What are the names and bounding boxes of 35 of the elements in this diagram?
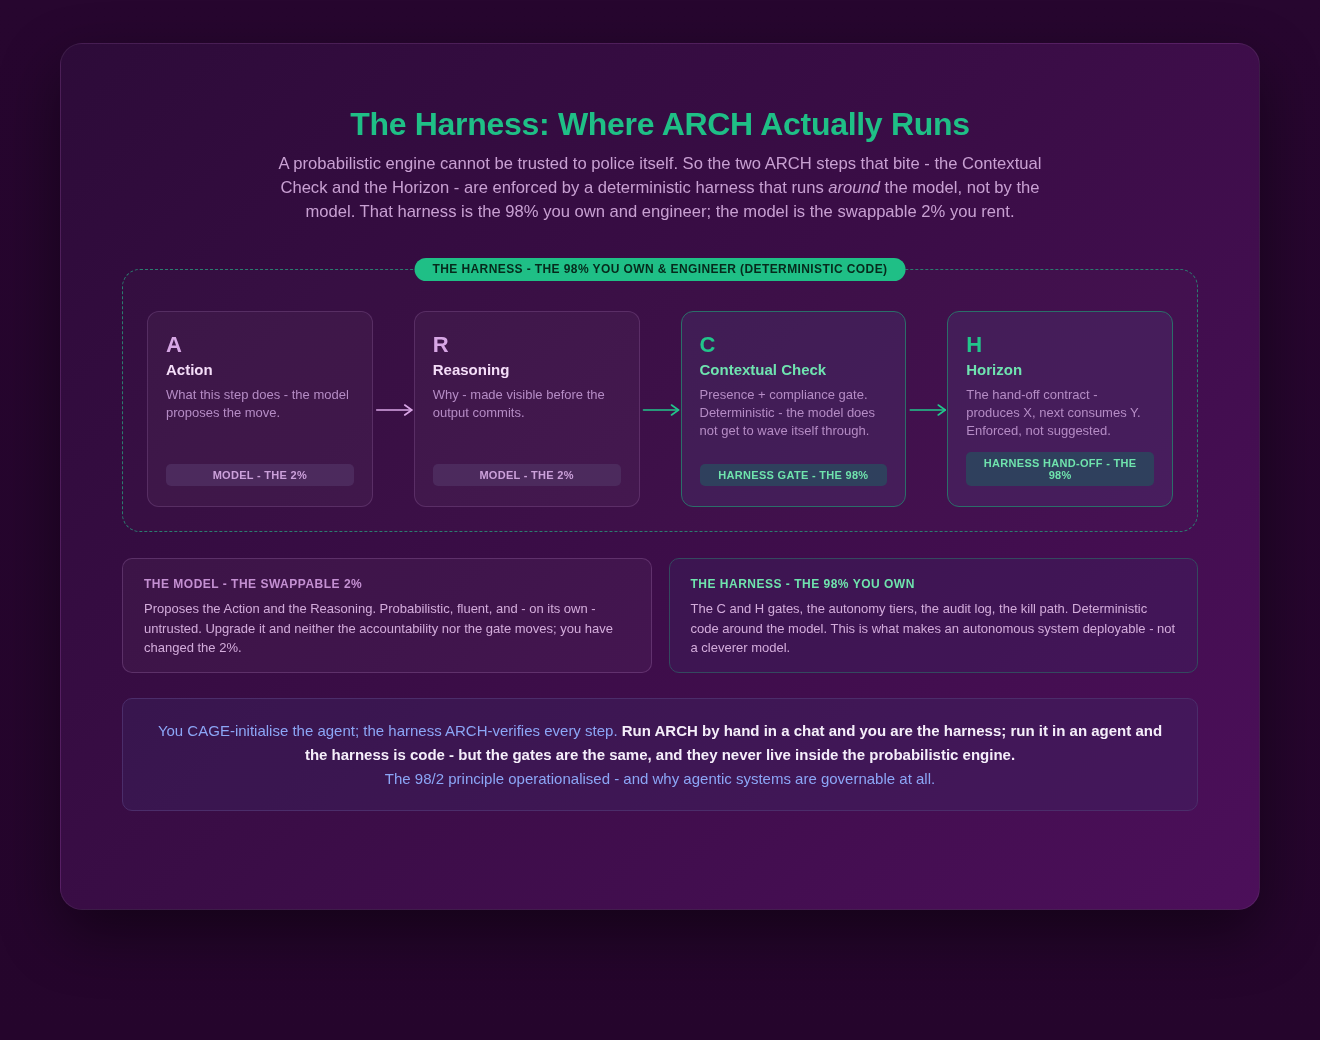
diagram-title: The Harness: Where ARCH Actually Runs bbox=[350, 105, 970, 144]
info-panel bbox=[122, 558, 652, 673]
step-card bbox=[147, 311, 373, 507]
ownership-tag: HARNESS GATE - THE 98% bbox=[699, 464, 888, 486]
step-title: Contextual Check bbox=[699, 360, 827, 380]
panel-text: Proposes the Action and the Reasoning. Probabilistic, fluent, and - on its own - untrusted. Upgrade it and neither the accountability nor the gate moves; you have changed the 2%. bbox=[144, 600, 614, 657]
step-letter: R bbox=[432, 332, 449, 358]
intro-paragraph: A probabilistic engine cannot be trusted to police itself. So the two ARCH steps that bite - the Contextual Check and the Horizon - are enforced by a deterministic harness that runs around the model, not by the model. That harness is the 98% you own and engineer; the model is the swappable 2% you rent. bbox=[277, 153, 1043, 223]
harness-label-pill: THE HARNESS - THE 98% YOU OWN & ENGINEER (DETERMINISTIC CODE) bbox=[414, 258, 906, 281]
panel-heading: THE HARNESS - THE 98% YOU OWN bbox=[690, 577, 916, 591]
step-description: Why - made visible before the output commits. bbox=[432, 386, 606, 422]
step-description: The hand-off contract - produces X, next consumes Y. Enforced, not suggested. bbox=[966, 386, 1142, 440]
info-panel bbox=[668, 558, 1198, 673]
ownership-tag: HARNESS HAND-OFF - THE 98% bbox=[966, 452, 1154, 486]
summary-text: You CAGE-initialise the agent; the harness ARCH-verifies every step. Run ARCH by hand in a chat and you are the harness; run it in an agent and the harness is code - but the gates are the same, and they never live inside the probabilistic engine. bbox=[157, 721, 1163, 765]
closing-line: The 98/2 principle operationalised - and why agentic systems are governable at all. bbox=[383, 769, 937, 789]
step-letter: A bbox=[166, 332, 182, 358]
step-description: What this step does - the model proposes the move. bbox=[166, 386, 350, 422]
step-title: Reasoning bbox=[432, 360, 510, 380]
step-card bbox=[947, 311, 1173, 507]
arrow bbox=[375, 404, 413, 416]
step-card bbox=[680, 311, 907, 507]
step-title: Action bbox=[166, 360, 213, 380]
arrow bbox=[909, 404, 947, 416]
panel-heading: THE MODEL - THE SWAPPABLE 2% bbox=[144, 577, 364, 591]
arrow bbox=[642, 404, 680, 416]
step-description: Presence + compliance gate. Deterministic - the model does not get to wave itself through. bbox=[699, 386, 877, 440]
panel-text: The C and H gates, the autonomy tiers, the audit log, the kill path. Deterministic code around the model. This is what makes an autonomous system deployable - not a cleverer model. bbox=[690, 600, 1176, 657]
step-title: Horizon bbox=[966, 360, 1023, 380]
step-letter: H bbox=[966, 332, 983, 358]
ownership-tag: MODEL - THE 2% bbox=[166, 464, 354, 486]
summary-panel bbox=[122, 698, 1198, 811]
ownership-tag: MODEL - THE 2% bbox=[432, 464, 621, 486]
step-letter: C bbox=[699, 332, 716, 358]
step-card bbox=[413, 311, 640, 507]
